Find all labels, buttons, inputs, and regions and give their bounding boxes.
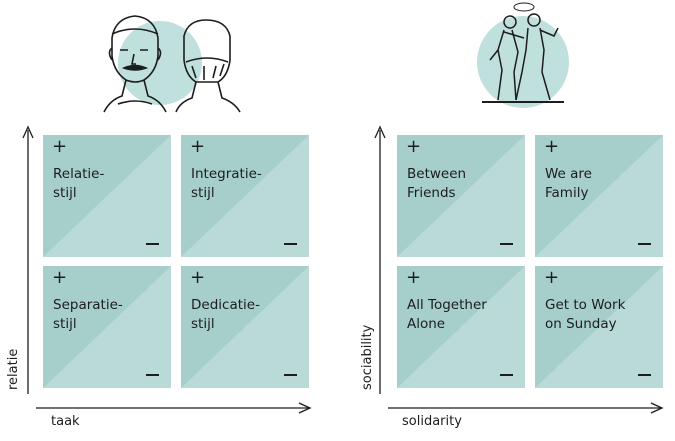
quadrant-label: Between Friends (407, 166, 467, 201)
plus-sign: + (52, 136, 68, 157)
quadrant-label: Integratie- stijl (191, 166, 262, 201)
quadrant-label: Get to Work on Sunday (545, 297, 626, 332)
quadrant-between-friends: + Between Friends (397, 135, 525, 257)
plus-sign: + (52, 267, 68, 288)
quadrant-label: Relatie- stijl (53, 166, 105, 201)
y-axis-arrowhead (374, 125, 386, 139)
two-men-illustration (477, 2, 569, 108)
quadrant-separatie-stijl: + Separatie- stijl (43, 266, 171, 388)
y-axis-arrowhead (22, 125, 34, 139)
axes (22, 125, 312, 414)
x-axis-arrowhead (298, 402, 312, 414)
plus-sign: + (544, 267, 560, 288)
quadrant-get-to-work-on-sunday: + Get to Work on Sunday (535, 266, 663, 388)
minus-sign (638, 374, 651, 376)
minus-sign (638, 243, 651, 245)
plus-sign: + (406, 136, 422, 157)
y-axis-label: relatie (6, 348, 21, 390)
quadrant-label: We are Family (545, 166, 592, 201)
minus-sign (284, 374, 297, 376)
x-axis-label: solidarity (402, 414, 462, 429)
plus-sign: + (190, 136, 206, 157)
quadrant-dedicatie-stijl: + Dedicatie- stijl (181, 266, 309, 388)
quadrant-label: Separatie- stijl (53, 297, 123, 332)
minus-sign (146, 243, 159, 245)
minus-sign (284, 243, 297, 245)
quadrant-label: All Together Alone (407, 297, 487, 332)
quadrant-label: Dedicatie- stijl (191, 297, 260, 332)
plus-sign: + (190, 267, 206, 288)
sociability-solidarity-matrix: + Between Friends + We are Family + All … (338, 0, 675, 441)
quadrant-we-are-family: + We are Family (535, 135, 663, 257)
plus-sign: + (406, 267, 422, 288)
relatie-taak-matrix: + Relatie- stijl + Integratie- stijl + S… (0, 0, 337, 441)
x-axis-arrowhead (650, 402, 664, 414)
two-heads-illustration (103, 15, 241, 113)
quadrant-relatie-stijl: + Relatie- stijl (43, 135, 171, 257)
minus-sign (146, 374, 159, 376)
minus-sign (500, 243, 513, 245)
y-axis-label: sociability (360, 324, 375, 390)
minus-sign (500, 374, 513, 376)
quadrant-all-together-alone: + All Together Alone (397, 266, 525, 388)
plus-sign: + (544, 136, 560, 157)
quadrant-integratie-stijl: + Integratie- stijl (181, 135, 309, 257)
x-axis-label: taak (51, 414, 80, 429)
axes (374, 125, 664, 414)
